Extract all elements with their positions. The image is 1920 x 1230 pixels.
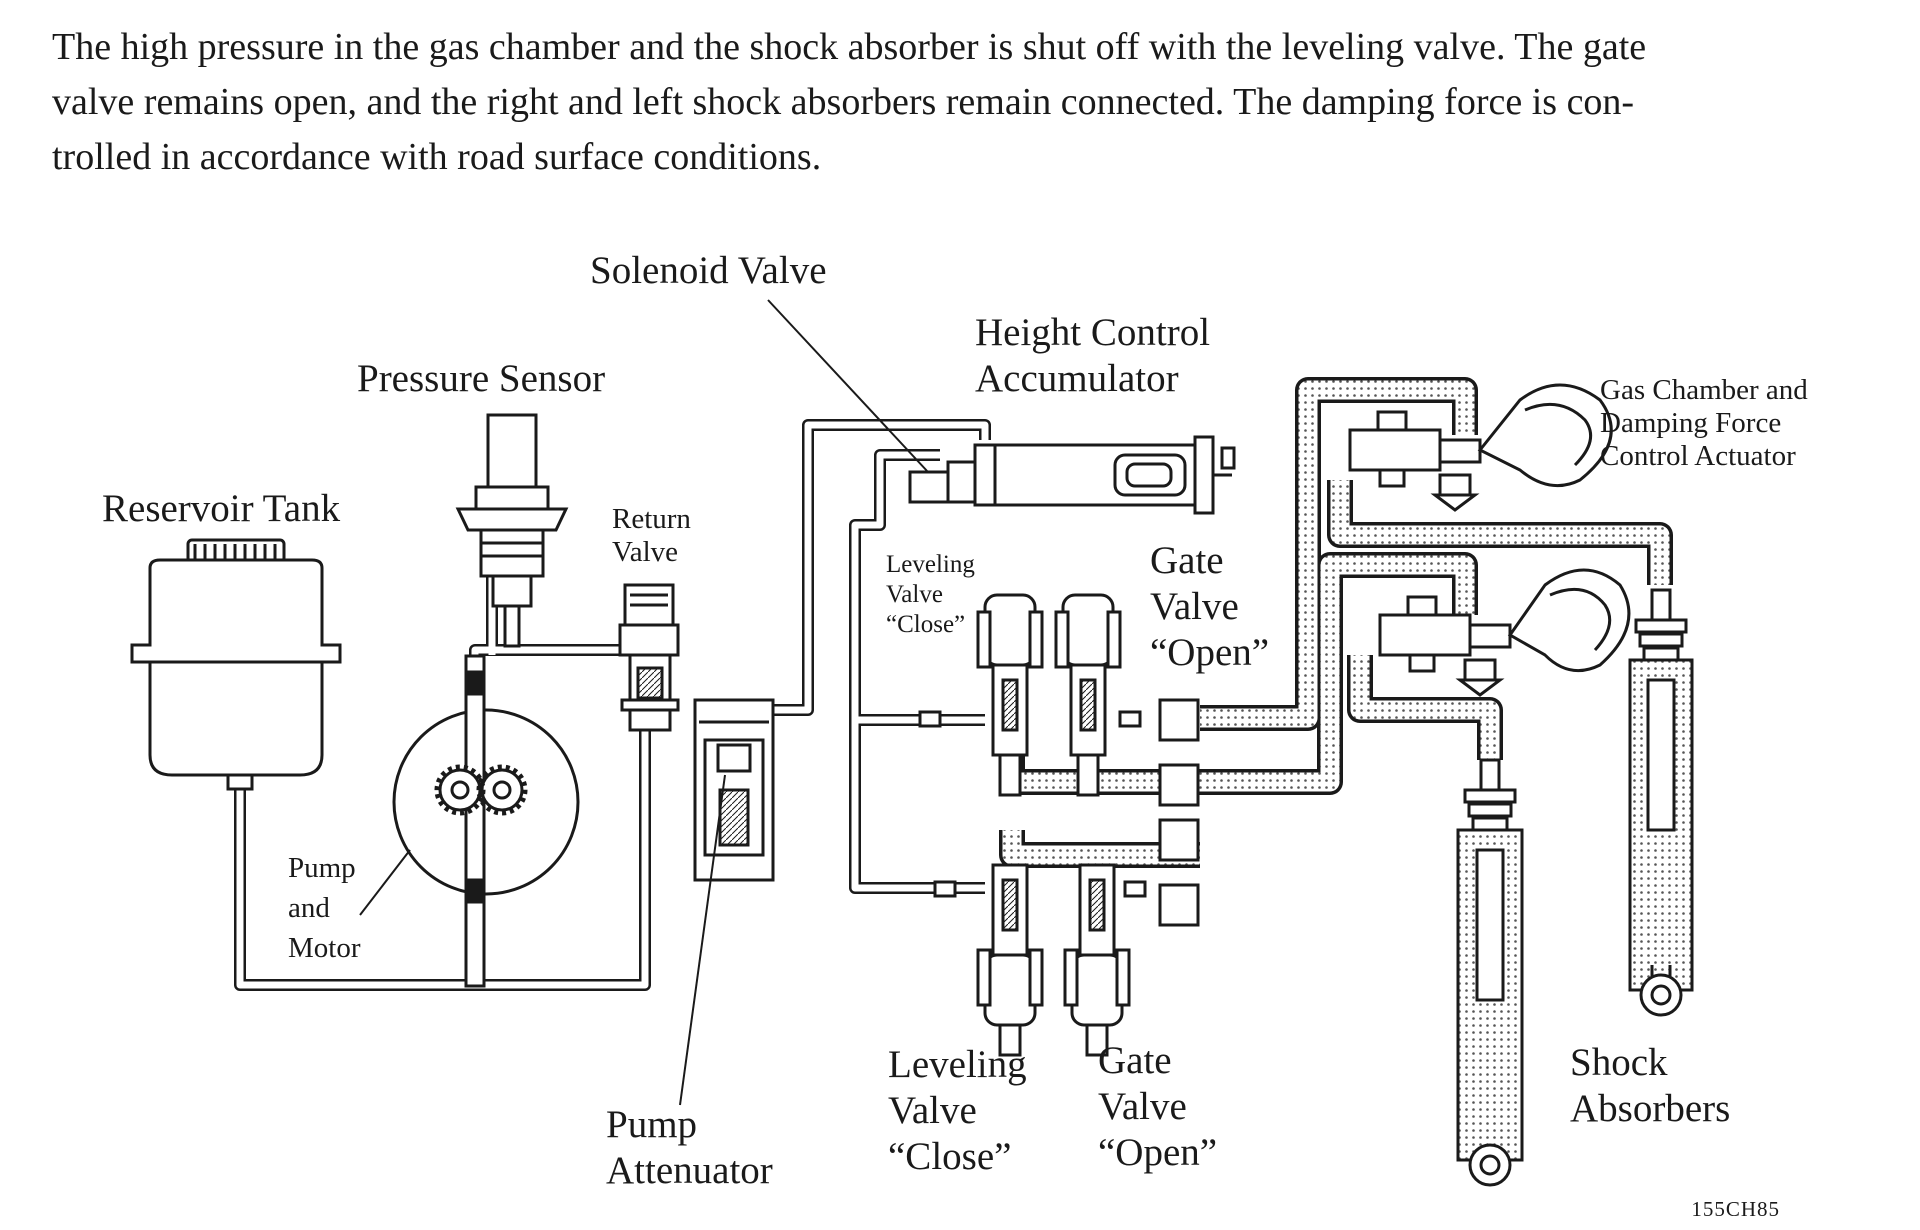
label-text: Height Control [975,311,1211,354]
label-text: Valve [1150,585,1239,628]
shock-absorber-right [1628,588,1694,1017]
label-text: Pressure Sensor [357,357,606,400]
label-text: Pump [288,852,356,884]
label-text: Gas Chamber and [1600,374,1808,406]
label-gas-chamber-actuator: Gas Chamber and Damping Force Control Ac… [1600,374,1808,473]
label-text: Leveling [888,1043,1027,1086]
label-text: and [288,892,330,924]
label-text: Leveling [886,551,975,578]
label-text: Gate [1098,1039,1172,1082]
label-shock-absorbers: Shock Absorbers [1570,1040,1730,1132]
label-text: “Open” [1098,1131,1218,1174]
height-control-accumulator [908,435,1236,515]
label-height-control-accumulator: Height Control Accumulator [975,310,1210,402]
label-return-valve: Return Valve [612,503,691,569]
intro-line-2: valve remains open, and the right and le… [52,81,1635,123]
reservoir-tank [130,538,342,791]
shock-absorber-left [1456,758,1524,1187]
label-text: “Close” [886,611,966,638]
label-text: Attenuator [606,1149,773,1192]
label-text: Reservoir Tank [102,487,341,530]
label-text: Control Actuator [1600,440,1796,472]
label-text: Valve [1098,1085,1187,1128]
label-text: “Close” [888,1135,1012,1178]
label-text: Motor [288,932,361,964]
leader-lines [359,299,929,1106]
label-pump-attenuator: Pump Attenuator [606,1102,773,1194]
lower-valve-pair [933,818,1200,1057]
label-text: Shock [1570,1041,1668,1084]
intro-line-1: The high pressure in the gas chamber and… [52,26,1647,68]
intro-line-3: trolled in accordance with road surface … [52,136,822,178]
label-solenoid-valve: Solenoid Valve [590,248,827,294]
pump-attenuator [693,698,775,882]
label-pressure-sensor: Pressure Sensor [357,356,605,402]
label-gate-valve-lower: Gate Valve “Open” [1098,1038,1217,1176]
intro-paragraph: The high pressure in the gas chamber and… [52,20,1882,185]
pressurized-pipes [999,377,1673,868]
gas-chamber-actuator-upper [1348,383,1613,512]
label-text: Accumulator [975,357,1179,400]
label-text: Return [612,503,691,535]
label-text: Valve [888,1089,977,1132]
figure-reference-code: 155CH85 [1691,1197,1780,1221]
pressure-sensor [455,413,569,648]
label-text: Gate [1150,539,1224,582]
label-text: Valve [612,536,679,568]
return-valve [618,583,680,732]
label-text: Solenoid Valve [590,249,827,292]
gas-chamber-actuator-lower [1378,568,1631,697]
label-text: Absorbers [1570,1087,1731,1130]
label-text: Pump [606,1103,698,1146]
label-gate-valve-upper: Gate Valve “Open” [1150,538,1269,676]
label-text: Valve [886,581,943,608]
label-pump-and-motor: Pump and Motor [288,848,361,968]
pump-and-motor [392,654,580,988]
label-text: “Open” [1150,631,1270,674]
label-leveling-valve-upper: Leveling Valve “Close” [886,550,975,640]
label-reservoir-tank: Reservoir Tank [102,486,340,532]
upper-valve-pair [918,593,1200,807]
label-text: Damping Force [1600,407,1782,439]
label-leveling-valve-lower: Leveling Valve “Close” [888,1042,1027,1180]
